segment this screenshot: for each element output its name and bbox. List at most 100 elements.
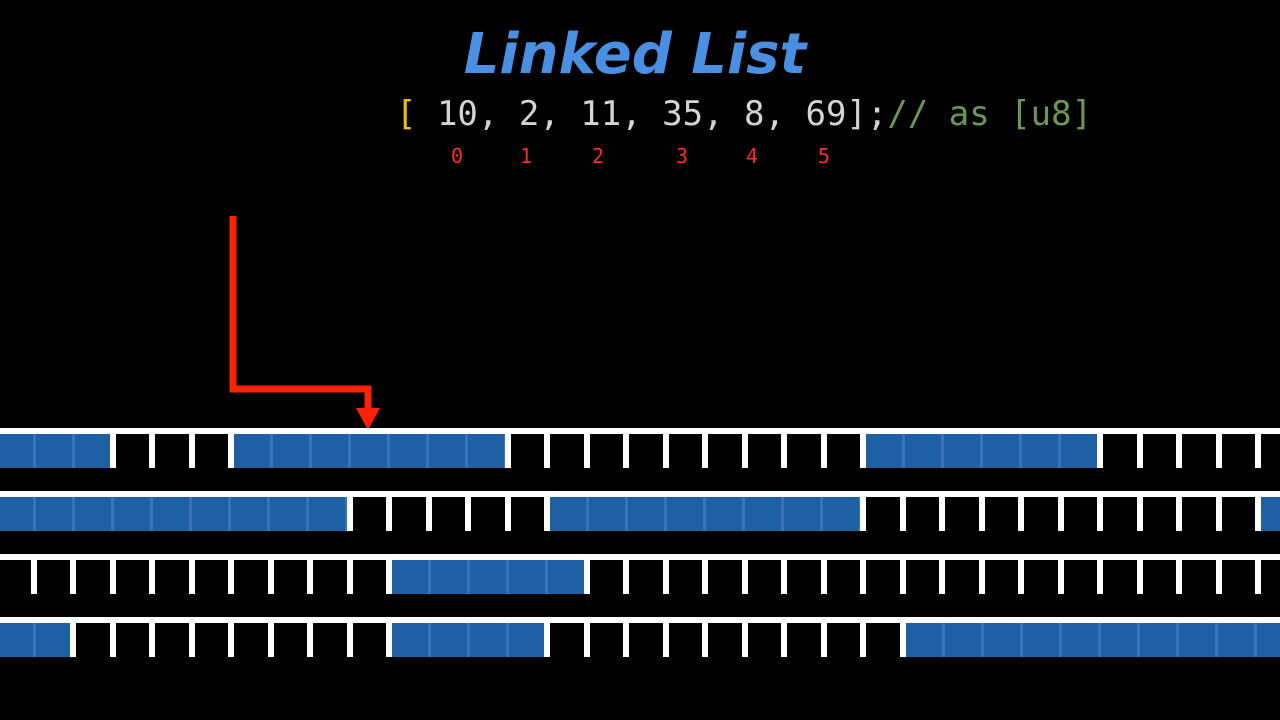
type-comment: // as [u8] <box>887 94 1093 134</box>
allocated-block <box>392 623 544 657</box>
free-byte-cell <box>313 560 347 594</box>
free-byte-cell <box>352 623 386 657</box>
free-byte-cell <box>1182 434 1216 468</box>
free-byte-cell <box>589 560 623 594</box>
free-byte-cell <box>668 623 702 657</box>
free-byte-cell <box>945 560 979 594</box>
free-byte-cell <box>155 560 189 594</box>
free-byte-cell <box>826 623 860 657</box>
free-byte-cell <box>905 560 939 594</box>
free-byte-cell <box>945 497 979 531</box>
free-byte-cell <box>194 434 228 468</box>
free-byte-cell <box>155 434 189 468</box>
free-byte-cell <box>352 497 386 531</box>
free-byte-cell <box>313 623 347 657</box>
array-open-bracket: [ <box>396 94 417 134</box>
free-byte-cell <box>431 497 465 531</box>
free-byte-cell <box>589 623 623 657</box>
free-byte-cell <box>747 434 781 468</box>
free-byte-cell <box>984 497 1018 531</box>
allocated-block <box>0 623 70 657</box>
free-byte-cell <box>115 560 149 594</box>
free-byte-cell <box>1261 560 1280 594</box>
free-byte-cell <box>0 560 31 594</box>
index-label-3: 3 <box>676 144 689 168</box>
free-byte-cell <box>1063 560 1097 594</box>
free-byte-cell <box>1103 497 1137 531</box>
free-byte-cell <box>1024 497 1058 531</box>
memory-row-3 <box>0 617 1280 657</box>
free-byte-cell <box>1024 560 1058 594</box>
free-byte-cell <box>1142 434 1176 468</box>
free-byte-cell <box>668 434 702 468</box>
free-byte-cell <box>550 623 584 657</box>
free-byte-cell <box>629 434 663 468</box>
allocated-block <box>866 434 1097 468</box>
free-byte-cell <box>1142 497 1176 531</box>
free-byte-cell <box>550 434 584 468</box>
free-byte-cell <box>1182 560 1216 594</box>
free-byte-cell <box>1182 497 1216 531</box>
array-item-3: 35, <box>641 94 724 134</box>
free-byte-cell <box>984 560 1018 594</box>
free-byte-cell <box>866 497 900 531</box>
free-byte-cell <box>826 560 860 594</box>
array-item-1: 2, <box>498 94 560 134</box>
free-byte-cell <box>234 560 268 594</box>
free-byte-cell <box>1221 434 1255 468</box>
free-byte-cell <box>1221 560 1255 594</box>
free-byte-cell <box>1063 497 1097 531</box>
free-byte-cell <box>589 434 623 468</box>
free-byte-cell <box>787 623 821 657</box>
free-byte-cell <box>787 560 821 594</box>
array-item-5: 69 <box>785 94 847 134</box>
array-item-0: 10, <box>416 94 499 134</box>
free-byte-cell <box>629 623 663 657</box>
free-byte-cell <box>392 497 426 531</box>
allocated-block <box>1261 497 1280 531</box>
free-byte-cell <box>234 623 268 657</box>
array-item-4: 8, <box>723 94 785 134</box>
free-byte-cell <box>155 623 189 657</box>
array-item-2: 11, <box>559 94 642 134</box>
free-byte-cell <box>747 560 781 594</box>
free-byte-cell <box>629 560 663 594</box>
free-byte-cell <box>668 560 702 594</box>
allocated-block <box>392 560 584 594</box>
free-byte-cell <box>194 560 228 594</box>
allocated-block <box>234 434 505 468</box>
free-byte-cell <box>76 623 110 657</box>
free-byte-cell <box>866 623 900 657</box>
free-byte-cell <box>866 560 900 594</box>
index-label-0: 0 <box>451 144 464 168</box>
allocated-block <box>905 623 1280 657</box>
free-byte-cell <box>510 434 544 468</box>
index-label-5: 5 <box>818 144 831 168</box>
allocated-block <box>550 497 860 531</box>
allocated-block <box>0 497 347 531</box>
array-close: ]; <box>846 94 888 134</box>
free-byte-cell <box>826 434 860 468</box>
index-label-2: 2 <box>592 144 605 168</box>
free-byte-cell <box>510 497 544 531</box>
index-label-4: 4 <box>746 144 759 168</box>
free-byte-cell <box>1103 560 1137 594</box>
free-byte-cell <box>194 623 228 657</box>
free-byte-cell <box>273 560 307 594</box>
array-code-line: [ 10, 2, 11, 35, 8, 69];// as [u8] <box>396 94 1092 134</box>
free-byte-cell <box>1103 434 1137 468</box>
free-byte-cell <box>352 560 386 594</box>
free-byte-cell <box>1142 560 1176 594</box>
free-byte-cell <box>115 623 149 657</box>
free-byte-cell <box>747 623 781 657</box>
free-byte-cell <box>76 560 110 594</box>
memory-row-1 <box>0 491 1280 531</box>
memory-row-2 <box>0 554 1280 594</box>
free-byte-cell <box>471 497 505 531</box>
free-byte-cell <box>787 434 821 468</box>
memory-row-0 <box>0 428 1280 468</box>
free-byte-cell <box>36 560 70 594</box>
allocated-block <box>0 434 110 468</box>
free-byte-cell <box>1221 497 1255 531</box>
